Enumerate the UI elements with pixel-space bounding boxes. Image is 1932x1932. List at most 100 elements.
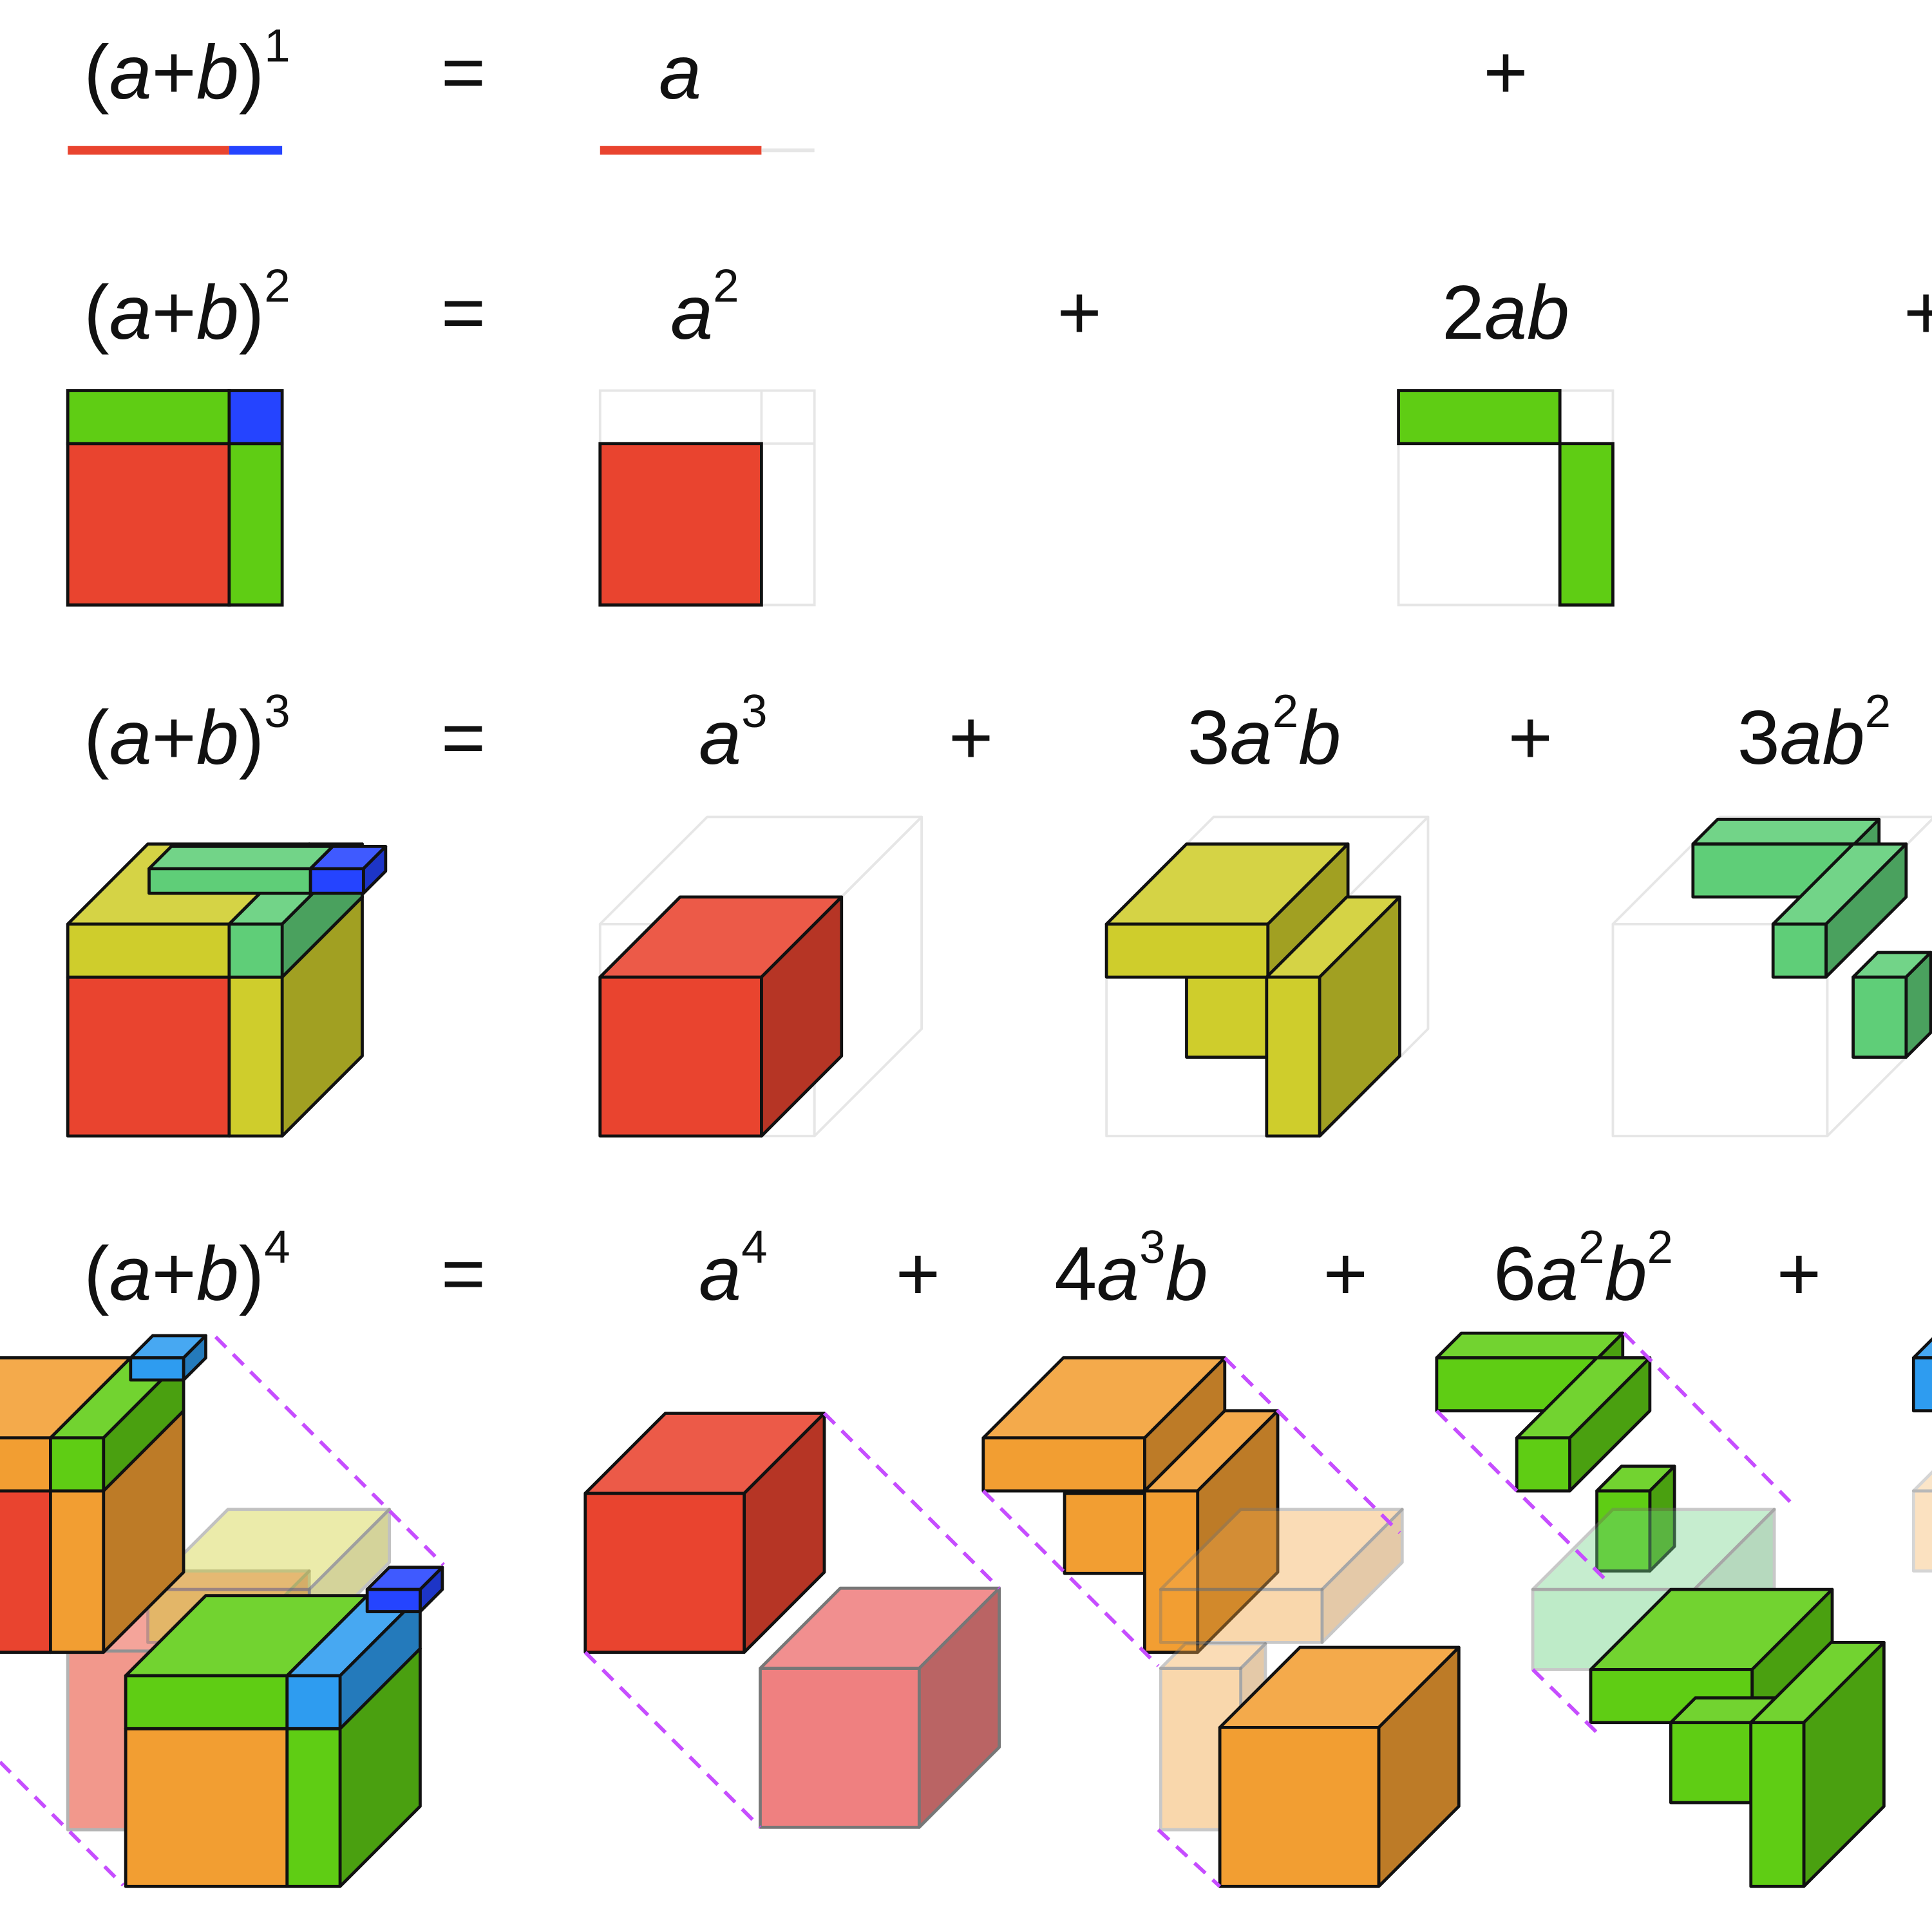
- top-face: [1911, 1470, 1932, 1493]
- front-face: [147, 867, 312, 895]
- front-face: [1749, 1721, 1806, 1888]
- front-face: [129, 1356, 185, 1382]
- term-2-1: a2: [670, 260, 739, 355]
- plus-4-1: +: [896, 1231, 940, 1316]
- front-face: [1611, 923, 1829, 1137]
- rod-top: [1515, 1356, 1652, 1493]
- plus-2-1: +: [1057, 270, 1101, 355]
- next-term-sky: [1911, 1337, 1932, 1413]
- front-face: [1911, 1489, 1932, 1573]
- top-face: [146, 1508, 391, 1591]
- connector-line: [583, 1651, 762, 1829]
- equals-1: =: [441, 30, 486, 115]
- front-face: [1063, 1492, 1146, 1575]
- row-4-equation: (a+b)4 = a4 + 4a3b + 6a2b2 +: [84, 1221, 1821, 1316]
- block-top: [981, 1356, 1227, 1493]
- top-face: [1159, 1508, 1404, 1591]
- rod-top: [1771, 842, 1908, 979]
- row-3-cubes: [66, 815, 1932, 1138]
- term-cube-a3: [598, 895, 844, 1138]
- front-face: [227, 922, 284, 979]
- term-a4-echo: [759, 1586, 1001, 1829]
- plus-4-3: +: [1777, 1231, 1821, 1316]
- slice-b-sky: [285, 1594, 422, 1730]
- term-rect-ab-top: [1397, 389, 1562, 446]
- slab-top: [1104, 842, 1350, 979]
- front-face: [1852, 975, 1908, 1059]
- block-cube: [1218, 1645, 1461, 1888]
- next-term-echo: [1911, 1470, 1932, 1573]
- term-4-1: a4: [699, 1221, 767, 1316]
- block-right: [1143, 1409, 1280, 1654]
- connector-line: [1435, 1409, 1611, 1585]
- front-face: [49, 1436, 106, 1493]
- connector-line: [1157, 1828, 1222, 1888]
- term-2-2: 2ab: [1442, 270, 1569, 355]
- row-3-equation: (a+b)3 = a3 + 3a2b + 3ab2: [84, 685, 1891, 781]
- term-4-3: 6a2b2: [1493, 1221, 1673, 1316]
- front-face: [1669, 1721, 1753, 1804]
- front-face: [1159, 1587, 1324, 1644]
- plus-4-2: +: [1323, 1231, 1368, 1316]
- row-2-squares: [66, 389, 1615, 607]
- connector-line: [1531, 1668, 1604, 1739]
- term-3-2: 3a2b: [1188, 685, 1341, 781]
- front-face: [308, 867, 365, 895]
- plus-3-2: +: [1508, 696, 1553, 781]
- front-face: [583, 1492, 746, 1654]
- term-3-3: 3ab2: [1738, 685, 1891, 781]
- front-face: [1771, 922, 1828, 979]
- front-face: [1265, 975, 1321, 1138]
- lhs-4: (a+b)4: [84, 1221, 290, 1316]
- plus-1-1: +: [1483, 30, 1528, 115]
- connector-line: [822, 1412, 1001, 1590]
- echo-top: [1159, 1508, 1404, 1644]
- rect-ab-right: [227, 442, 284, 607]
- cube-b3: [308, 845, 388, 895]
- front-face: [1515, 1436, 1571, 1493]
- lhs-2: (a+b)2: [84, 260, 290, 355]
- connector-line: [1223, 1356, 1401, 1535]
- front-face: [1185, 975, 1269, 1059]
- row-2-equation: (a+b)2 = a2 + 2ab +: [84, 260, 1932, 355]
- front-face: [1595, 1489, 1652, 1573]
- front-face: [1143, 1489, 1200, 1654]
- front-face: [365, 1587, 422, 1613]
- front-face: [0, 1489, 52, 1654]
- row-1-equation: (a+b)1 = a +: [84, 20, 1528, 115]
- front-face: [598, 975, 763, 1138]
- front-face: [285, 1727, 342, 1888]
- slice-b-blue: [365, 1566, 444, 1613]
- connector-line: [981, 1490, 1160, 1667]
- top-face: [1691, 817, 1881, 846]
- slab-right: [1265, 895, 1401, 1138]
- rod-right: [1852, 951, 1932, 1059]
- rod-ab2-back: [147, 845, 334, 895]
- equals-3: =: [441, 696, 486, 781]
- lhs-1: (a+b)1: [84, 20, 290, 115]
- square-b2: [227, 389, 284, 446]
- square-a2: [66, 442, 231, 607]
- plus-3-1: +: [949, 696, 993, 781]
- front-face: [124, 1674, 289, 1730]
- top-face: [1159, 1642, 1267, 1670]
- connector-line: [214, 1335, 445, 1566]
- rod-right: [1595, 1464, 1676, 1573]
- connector-line: [1622, 1332, 1798, 1510]
- top-face: [1911, 1337, 1932, 1359]
- front-face: [981, 1436, 1146, 1493]
- front-face: [759, 1667, 921, 1829]
- top-face: [1435, 1331, 1625, 1359]
- slice-a-green: [49, 1356, 185, 1493]
- connector-line: [0, 1760, 125, 1887]
- front-face: [1104, 922, 1270, 979]
- term-3-1: a3: [699, 685, 767, 781]
- term-4-2: 4a3b: [1054, 1221, 1208, 1316]
- front-face: [1911, 1356, 1932, 1413]
- slab-right: [1749, 1640, 1886, 1888]
- term-rect-ab-right: [1558, 442, 1615, 607]
- front-face: [66, 922, 231, 979]
- front-face: [66, 975, 231, 1138]
- front-face: [1218, 1726, 1381, 1888]
